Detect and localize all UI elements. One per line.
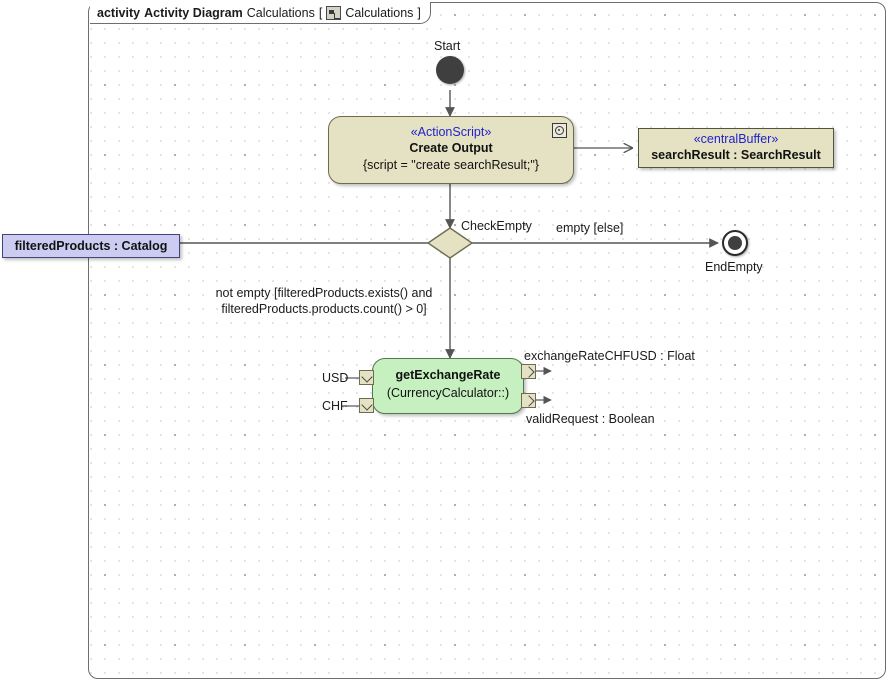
frame-keyword: activity [97, 5, 141, 20]
central-buffer-name: searchResult : SearchResult [651, 148, 821, 162]
activity-diagram-frame [88, 2, 886, 679]
input-pin-icon-chf[interactable] [359, 398, 374, 413]
frame-bracket-close: ] [417, 5, 421, 20]
start-node-label: Start [434, 39, 461, 53]
central-buffer-stereotype: «centralBuffer» [693, 132, 779, 146]
output-pin-icon-validrequest[interactable] [521, 393, 536, 408]
create-output-name: Create Output [409, 141, 493, 155]
output-pin-icon-exchangerate[interactable] [521, 364, 536, 379]
output-pin-label-validrequest: validRequest : Boolean [526, 412, 655, 426]
decision-node-label: CheckEmpty [461, 219, 532, 233]
diagram-frame-label[interactable]: activity Activity Diagram Calculations [… [90, 2, 431, 24]
end-empty-label: EndEmpty [705, 260, 763, 274]
guard-not-empty-line1: not empty [filteredProducts.exists() and [215, 286, 433, 300]
central-buffer-node-searchresult[interactable]: «centralBuffer» searchResult : SearchRes… [638, 128, 834, 168]
guard-empty-label: empty [else] [556, 221, 624, 235]
script-behavior-icon [552, 123, 567, 138]
activity-final-icon[interactable] [722, 230, 748, 256]
create-output-stereotype: «ActionScript» [410, 125, 492, 139]
input-pin-icon-usd[interactable] [359, 370, 374, 385]
object-node-filtered-products[interactable]: filteredProducts : Catalog [2, 234, 180, 258]
frame-type-label: Activity Diagram [144, 5, 243, 20]
input-pin-label-usd: USD [322, 371, 349, 385]
getexchangerate-behavior-ref: (CurrencyCalculator::) [386, 386, 510, 400]
input-pin-label-chf: CHF [322, 399, 348, 413]
create-output-script-body: {script = "create searchResult;"} [363, 158, 539, 172]
initial-node-icon[interactable] [436, 56, 464, 84]
getexchangerate-name: getExchangeRate [395, 368, 501, 382]
action-node-create-output[interactable]: «ActionScript» Create Output {script = "… [328, 116, 574, 184]
frame-bracket-open: [ [318, 5, 323, 20]
guard-not-empty-line2: filteredProducts.products.count() > 0] [221, 302, 427, 316]
call-behavior-action-getexchangerate[interactable]: getExchangeRate (CurrencyCalculator::) [372, 358, 524, 414]
output-pin-label-exchangerate: exchangeRateCHFUSD : Float [524, 349, 695, 363]
activity-diagram-icon [326, 5, 342, 20]
frame-inner-name: Calculations [345, 5, 414, 20]
frame-name: Calculations [246, 5, 315, 20]
